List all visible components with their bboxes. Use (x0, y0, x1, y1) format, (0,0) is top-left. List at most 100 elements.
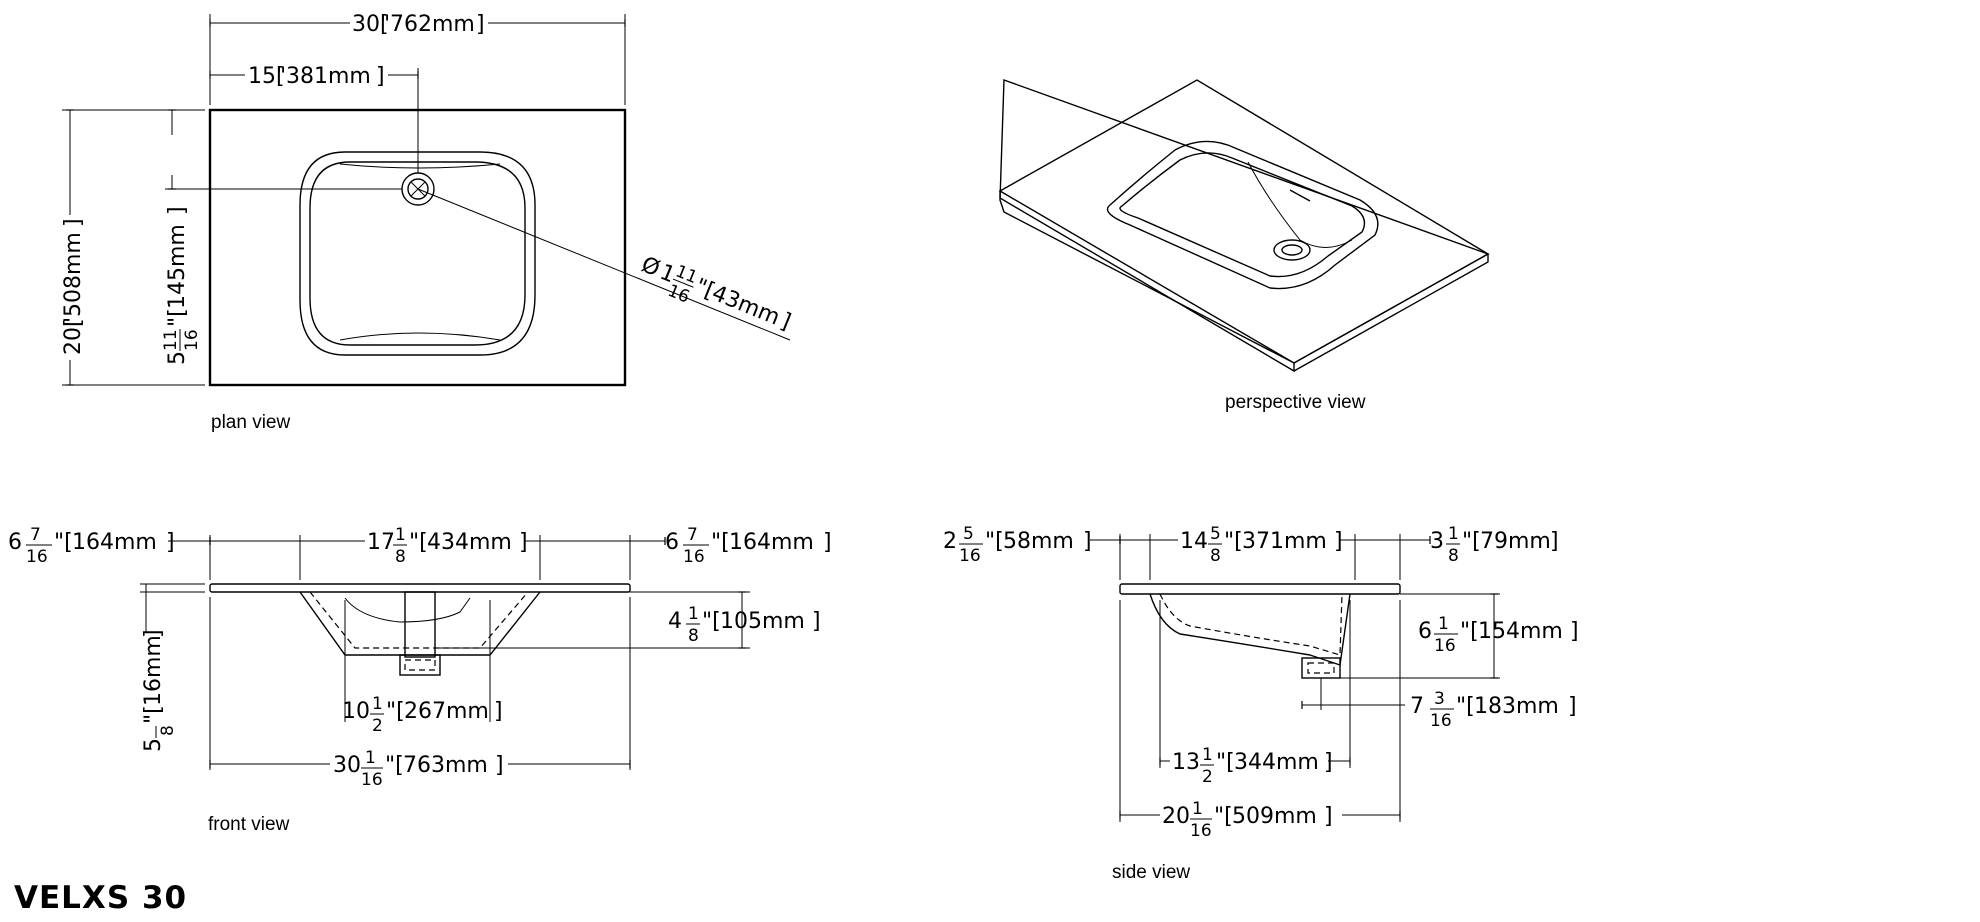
svg-text:1: 1 (1202, 745, 1213, 765)
plan-view: 30" [ 762mm ] 15" [ 381mm ] 20" [ 508mm … (61, 12, 794, 433)
svg-text:8: 8 (1448, 546, 1459, 566)
plan-depth-in: 20" (61, 317, 86, 355)
plan-drain-offset-num: 11 (161, 329, 181, 351)
svg-text:58mm: 58mm (1003, 529, 1074, 554)
svg-text:1: 1 (1438, 614, 1449, 634)
svg-text:6: 6 (665, 530, 679, 555)
side-back-dim: 2 5 16 "[ 58mm ] (943, 524, 1092, 566)
svg-text:3: 3 (1434, 689, 1445, 709)
front-depth-dim: 4 1 8 "[ 105mm ] (668, 604, 821, 646)
svg-text:5: 5 (141, 738, 166, 752)
svg-text:[: [ (61, 318, 86, 327)
svg-text:7: 7 (687, 525, 698, 545)
svg-text:5: 5 (1210, 524, 1221, 544)
svg-text:]: ] (1568, 694, 1577, 719)
product-title: VELXS 30 (14, 880, 187, 916)
perspective-top-surface (999, 79, 1490, 364)
svg-text:"[: "[ (1456, 694, 1475, 719)
svg-text:]: ] (1083, 529, 1092, 554)
side-depth-dim: 6 1 16 "[ 154mm ] (1418, 614, 1579, 656)
svg-text:16: 16 (26, 547, 48, 567)
svg-text:]: ] (1324, 804, 1333, 829)
svg-text:16: 16 (1430, 711, 1452, 731)
side-bowl-dim: 14 5 8 "[ 371mm ] (1180, 524, 1343, 566)
side-front-dim: 3 1 8 "[ 79mm ] (1430, 524, 1559, 566)
perspective-basin-inner (1119, 152, 1366, 278)
svg-text:10: 10 (342, 699, 370, 724)
front-total-dim: 30 1 16 "[ 763mm ] (333, 748, 504, 790)
svg-text:[: [ (380, 12, 389, 37)
svg-text:"[: "[ (1216, 750, 1235, 775)
plan-half-in: 15" (248, 64, 286, 89)
svg-text:"[: "[ (385, 753, 404, 778)
front-left-dim: 6 7 16 "[ 164mm ] (8, 525, 175, 567)
svg-text:2: 2 (372, 716, 383, 736)
svg-text:]: ] (812, 609, 821, 634)
svg-text:763mm: 763mm (403, 753, 488, 778)
svg-text:8: 8 (158, 725, 178, 736)
svg-text:20: 20 (1162, 804, 1190, 829)
svg-text:]: ] (1324, 750, 1333, 775)
side-drain-dim: 7 3 16 "[ 183mm ] (1410, 689, 1577, 731)
front-thickness-dim: 5 8 "[ 16mm ] (141, 629, 178, 752)
plan-basin-lip-top (339, 163, 501, 169)
svg-text:[: [ (276, 64, 285, 89)
svg-text:344mm: 344mm (1234, 750, 1319, 775)
svg-text:]: ] (1550, 529, 1559, 554)
svg-text:7: 7 (1410, 694, 1424, 719)
svg-text:6: 6 (1418, 619, 1432, 644)
svg-text:]: ] (61, 218, 86, 227)
svg-text:"[: "[ (711, 530, 730, 555)
svg-text:1: 1 (372, 694, 383, 714)
svg-text:6: 6 (8, 530, 22, 555)
side-view: 2 5 16 "[ 58mm ] 14 5 8 "[ 371mm ] 3 1 8… (943, 524, 1579, 883)
svg-text:]: ] (495, 753, 504, 778)
svg-text:"[: "[ (54, 530, 73, 555)
svg-text:"[: "[ (141, 705, 166, 724)
svg-text:2: 2 (1202, 767, 1213, 787)
plan-drain-inner (407, 178, 429, 200)
svg-text:1: 1 (365, 748, 376, 768)
svg-text:"[: "[ (1224, 529, 1243, 554)
svg-text:371mm: 371mm (1242, 529, 1327, 554)
svg-text:16mm: 16mm (141, 635, 166, 706)
svg-text:]: ] (1334, 529, 1343, 554)
svg-text:8: 8 (395, 547, 406, 567)
svg-text:164mm: 164mm (72, 530, 157, 555)
plan-drain-dia-mm: 43mm (708, 281, 783, 331)
svg-text:154mm: 154mm (1478, 619, 1563, 644)
svg-text:16: 16 (959, 546, 981, 566)
perspective-drain (1273, 239, 1311, 261)
svg-text:7: 7 (30, 525, 41, 545)
svg-text:]: ] (1570, 619, 1579, 644)
svg-text:]: ] (476, 12, 485, 37)
svg-text:13: 13 (1172, 750, 1200, 775)
front-view-label: front view (208, 814, 290, 835)
svg-text:"[: "[ (409, 530, 428, 555)
plan-drain-offset-mm: 145mm (165, 224, 190, 309)
plan-width-in: 30" (352, 12, 390, 37)
side-inner-dim: 13 1 2 "[ 344mm ] (1172, 745, 1333, 787)
plan-depth-mm: 508mm (61, 232, 86, 317)
front-right-dim: 6 7 16 "[ 164mm ] (665, 525, 832, 567)
svg-text:1: 1 (688, 604, 699, 624)
plan-drain-offset-den: 16 (182, 329, 202, 351)
perspective-view-label: perspective view (1225, 392, 1366, 413)
svg-text:"[: "[ (985, 529, 1004, 554)
plan-width-mm: 762mm (390, 12, 475, 37)
svg-text:14: 14 (1180, 529, 1208, 554)
svg-text:"[: "[ (165, 308, 190, 327)
plan-basin-outer (299, 151, 536, 356)
svg-text:1: 1 (395, 525, 406, 545)
plan-basin-lip-bottom (339, 332, 501, 341)
svg-text:]: ] (519, 530, 528, 555)
svg-text:]: ] (823, 530, 832, 555)
svg-text:105mm: 105mm (720, 609, 805, 634)
svg-text:267mm: 267mm (404, 699, 489, 724)
svg-text:"[: "[ (1460, 619, 1479, 644)
svg-text:"[: "[ (1214, 804, 1233, 829)
svg-text:5: 5 (963, 524, 974, 544)
plan-view-label: plan view (211, 412, 290, 433)
front-view: 6 7 16 "[ 164mm ] 17 1 8 "[ 434mm ] 6 7 … (8, 525, 832, 835)
